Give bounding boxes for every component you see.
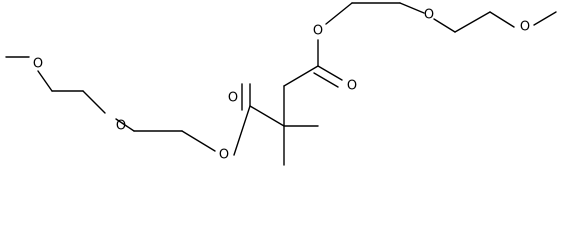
- bond-cq-c-lower: [249, 105, 285, 127]
- bond-methyl-o-upper: [533, 11, 557, 26]
- ether-oxygen-label: O: [116, 119, 126, 134]
- bond-layer: [5, 2, 557, 166]
- bond-o-ch2-upper-a: [489, 11, 515, 28]
- bond-ch2-o-lower-b: [37, 70, 53, 92]
- bond-double-c-o-upper-1: [317, 65, 343, 81]
- atom-label-layer: O O O O O O O O: [33, 8, 530, 163]
- ether-oxygen-label: O: [520, 20, 530, 35]
- structure-diagram: O O O O O O O O: [5, 2, 557, 166]
- ester-oxygen-label: O: [219, 148, 229, 163]
- bond-ch2-o-upper-b: [433, 18, 456, 33]
- bond-c-ch2-backbone: [283, 65, 319, 87]
- ether-oxygen-label: O: [33, 57, 43, 72]
- bond-ch2-ch2-upper-a: [454, 11, 491, 33]
- carbonyl-oxygen-label: O: [347, 79, 357, 94]
- bond-o-ch2-upper-b: [399, 2, 425, 14]
- ester-oxygen-label: O: [313, 24, 323, 39]
- bond-ch2-o-lower-a: [115, 118, 135, 132]
- carbonyl-oxygen-label: O: [228, 91, 238, 106]
- bond-c-o-lower-ester: [233, 105, 251, 156]
- bond-ch2-o-upper-ester: [325, 2, 353, 25]
- bond-o-ch2-lower-ester: [181, 130, 216, 152]
- bond-o-ch2-lower-b: [82, 90, 106, 114]
- bond-double-c-o-upper-2: [313, 72, 339, 88]
- ether-oxygen-label: O: [424, 8, 434, 23]
